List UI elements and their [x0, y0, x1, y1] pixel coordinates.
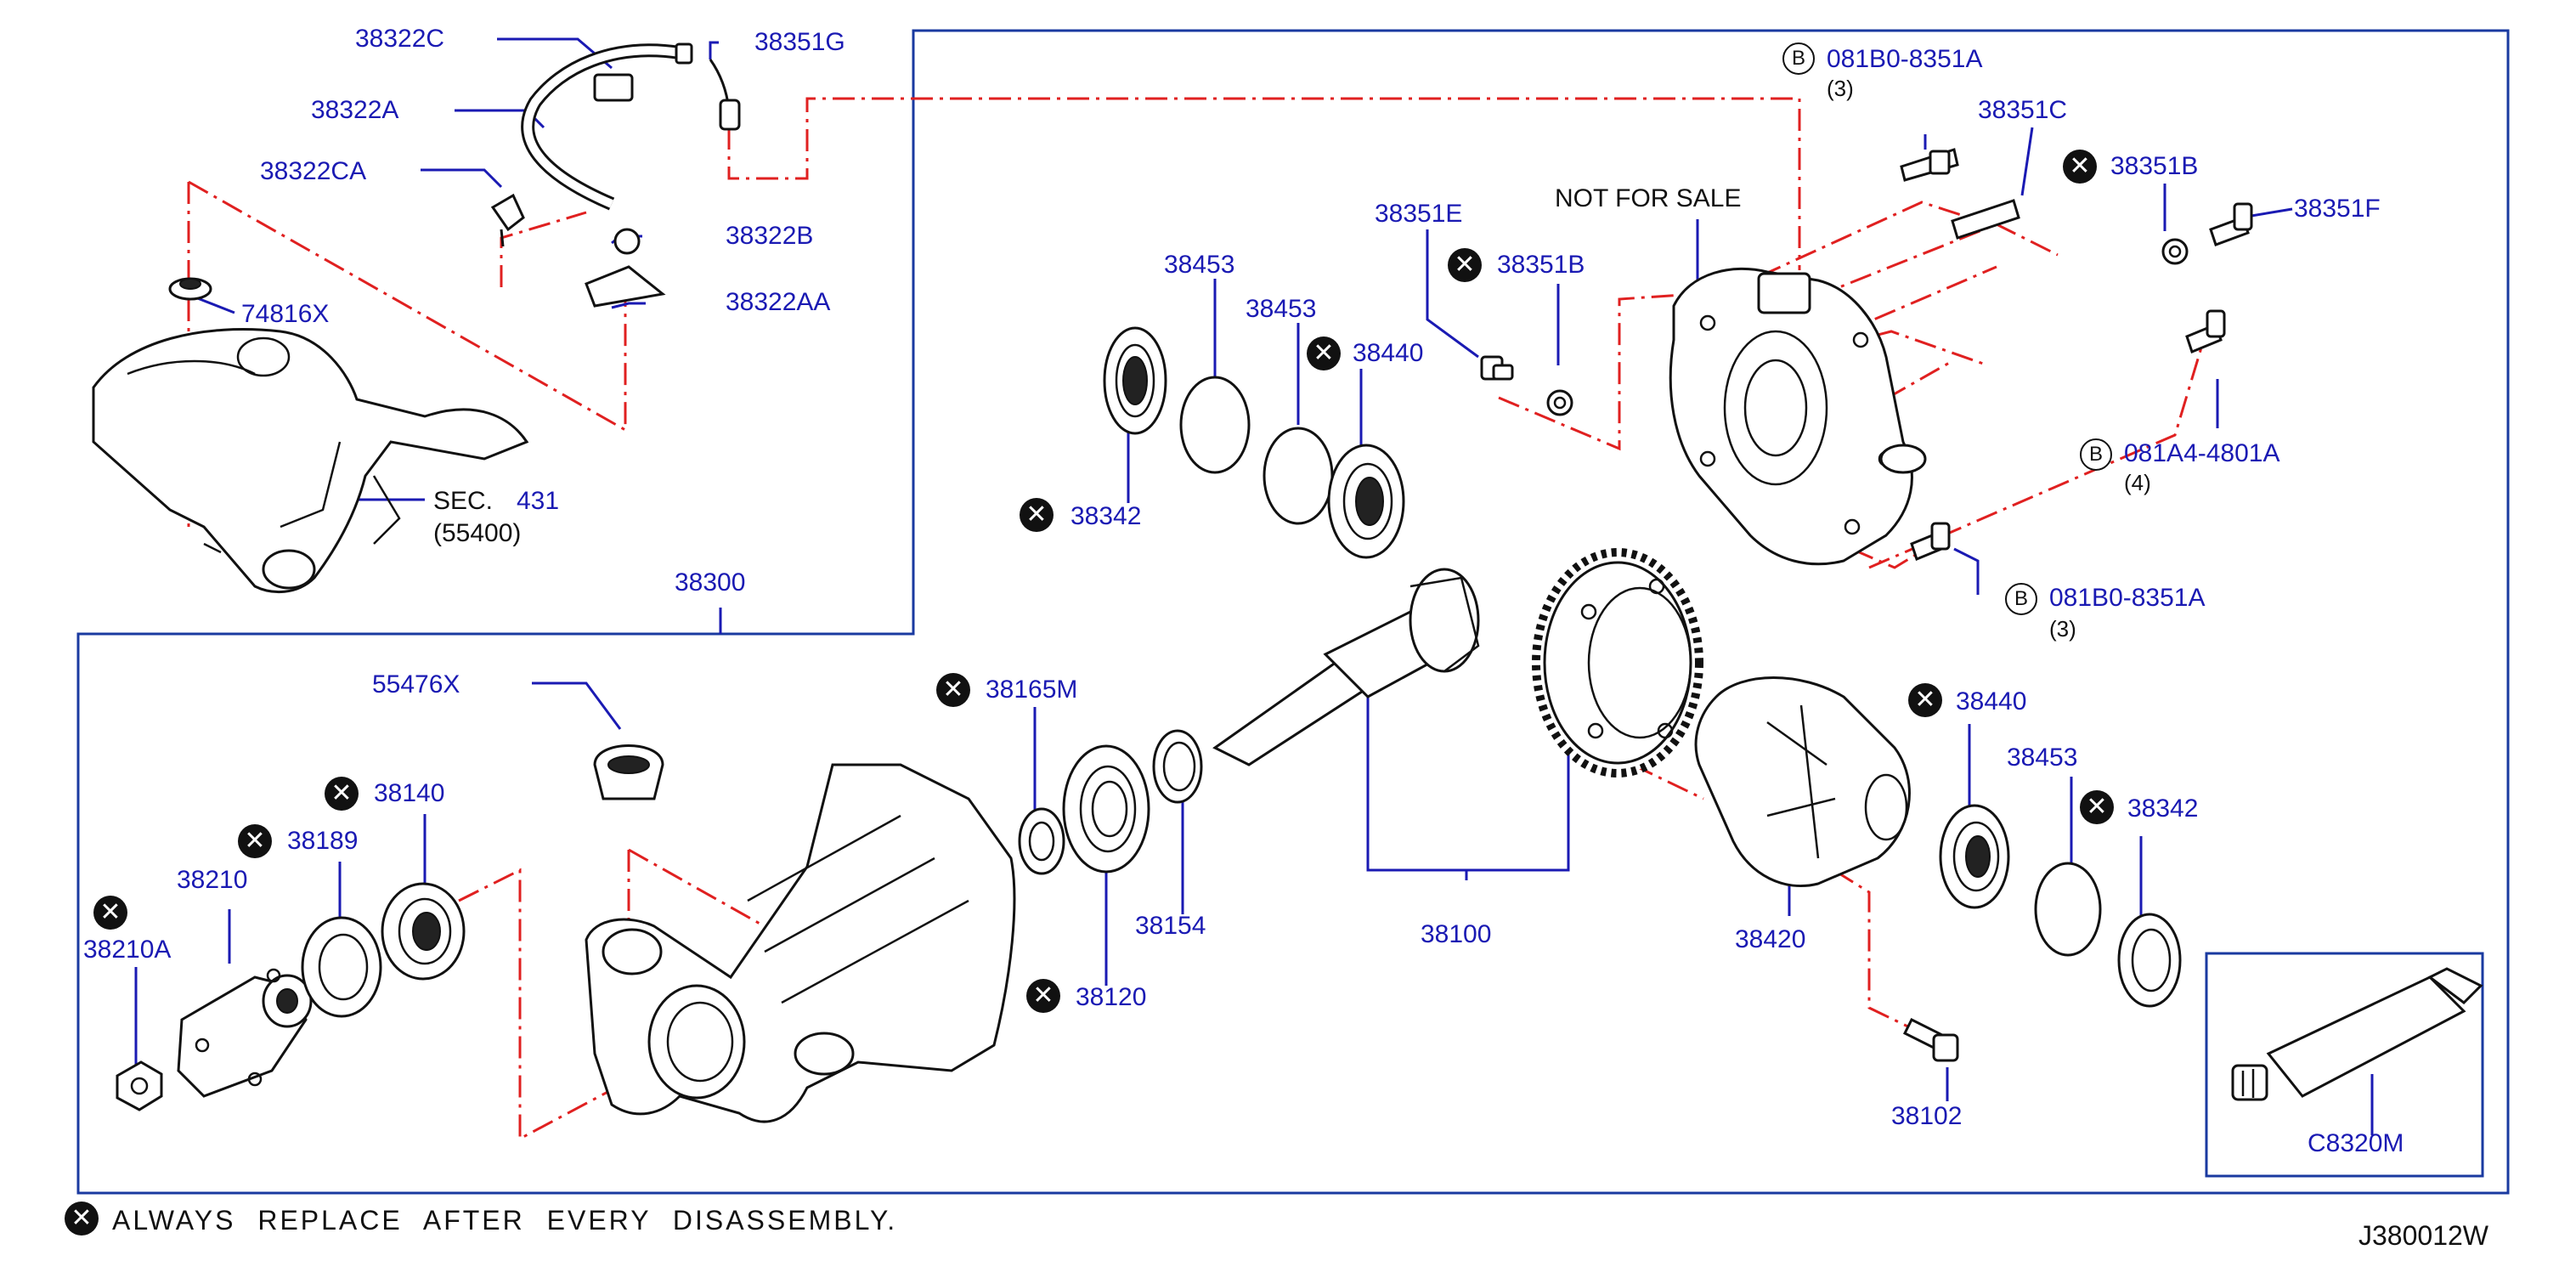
label-081B0-8351A-bottom: 081B0-8351A — [2049, 584, 2206, 612]
front-seal-and-bearing — [301, 882, 466, 1018]
label-38420: 38420 — [1735, 925, 1806, 953]
diagram-code: J380012W — [2359, 1220, 2488, 1251]
case-bolt — [1902, 1017, 1959, 1062]
label-38140: 38140 — [374, 779, 445, 807]
label-38440-upper: 38440 — [1353, 339, 1424, 367]
label-74816X: 74816X — [241, 300, 330, 328]
grommet — [168, 277, 212, 301]
replace-icon-38440-lower: ✕ — [1908, 683, 1942, 717]
label-qty-mid: (4) — [2124, 470, 2151, 495]
replace-icon-38440-upper: ✕ — [1307, 336, 1341, 370]
cover-bolts — [1900, 148, 2253, 561]
replace-note: ALWAYS REPLACE AFTER EVERY DISASSEMBLY. — [112, 1205, 898, 1236]
label-38351G: 38351G — [754, 28, 845, 56]
ring-gear — [1532, 548, 1703, 778]
label-38322CA: 38322CA — [260, 157, 367, 185]
label-sec-431: 431 — [517, 487, 560, 515]
shim-lower — [2034, 862, 2102, 957]
label-38120: 38120 — [1076, 983, 1147, 1011]
bolt-mark-top: B — [1782, 42, 1815, 75]
label-081B0-8351A-top: 081B0-8351A — [1827, 45, 1983, 73]
label-qty-top: (3) — [1827, 76, 1854, 101]
label-sec-prefix: SEC. — [433, 487, 494, 515]
label-38100: 38100 — [1421, 920, 1492, 948]
label-38351C: 38351C — [1978, 96, 2068, 124]
oil-seal-lower — [2117, 913, 2182, 1008]
not-for-sale-label: NOT FOR SALE — [1555, 184, 1742, 212]
label-38154: 38154 — [1135, 912, 1206, 940]
pinion-bearing-parts — [1018, 729, 1203, 875]
rear-subframe — [92, 328, 529, 594]
label-38351B-right: 38351B — [2110, 152, 2199, 180]
label-sec-55400: (55400) — [433, 519, 522, 547]
label-C8320M: C8320M — [2308, 1129, 2404, 1157]
differential-case — [1694, 676, 1911, 888]
shim-upper-a — [1179, 376, 1251, 474]
label-38322B: 38322B — [726, 222, 814, 250]
gear-carrier — [585, 763, 1016, 1123]
replace-icon-38189: ✕ — [238, 824, 272, 858]
oil-seal-upper — [1103, 326, 1167, 435]
bolt-mark-bottom: B — [2005, 583, 2037, 615]
rear-cover — [1669, 267, 1927, 566]
label-38453-b: 38453 — [1246, 295, 1317, 323]
bolt-mark-mid: B — [2080, 438, 2112, 471]
label-38440-lower: 38440 — [1956, 687, 2027, 715]
companion-flange — [177, 968, 313, 1098]
sealant-frame — [2205, 952, 2484, 1178]
shim-upper-b — [1263, 427, 1334, 525]
label-38322A: 38322A — [311, 96, 399, 124]
side-bearing-upper — [1327, 444, 1405, 559]
replace-icon-38120: ✕ — [1026, 979, 1060, 1013]
label-38351F: 38351F — [2294, 195, 2381, 223]
label-38102: 38102 — [1891, 1102, 1963, 1130]
label-38189: 38189 — [287, 827, 359, 855]
drive-pinion — [1212, 568, 1480, 766]
replace-icon-38165M: ✕ — [936, 673, 970, 707]
label-38322C: 38322C — [355, 25, 445, 53]
replace-icon-38140: ✕ — [325, 777, 359, 811]
replace-icon-38351B-right: ✕ — [2063, 150, 2097, 184]
label-38342-lower: 38342 — [2127, 794, 2199, 823]
replace-icon-38342-upper: ✕ — [1020, 498, 1054, 532]
leader-lines — [134, 37, 2374, 1135]
label-38351B-left: 38351B — [1497, 251, 1585, 279]
label-38322AA: 38322AA — [726, 288, 831, 316]
sealant-tube — [2231, 967, 2483, 1101]
mount-insulator — [593, 744, 664, 800]
label-38453-a: 38453 — [1164, 251, 1235, 279]
hose-clips — [490, 193, 666, 308]
label-38210: 38210 — [177, 866, 248, 894]
label-38351E: 38351E — [1375, 200, 1463, 228]
replace-icon-38210A: ✕ — [93, 896, 127, 930]
breather-hose — [521, 42, 741, 211]
label-qty-bottom: (3) — [2049, 616, 2076, 642]
label-38453-lower: 38453 — [2007, 744, 2078, 772]
replace-icon-legend: ✕ — [65, 1202, 99, 1236]
label-55476X: 55476X — [372, 670, 460, 698]
drain-plug — [1480, 355, 1573, 416]
replace-icon-38342-lower: ✕ — [2080, 790, 2114, 824]
label-38342-upper: 38342 — [1071, 502, 1142, 530]
label-38165M: 38165M — [986, 676, 1078, 704]
label-38210A: 38210A — [83, 936, 172, 964]
side-bearing-lower — [1939, 804, 2010, 909]
replace-icon-38351B-left: ✕ — [1448, 248, 1482, 282]
assembly-frame — [76, 29, 2510, 1195]
label-081A4-4801A: 081A4-4801A — [2124, 439, 2280, 467]
label-38300: 38300 — [675, 568, 746, 597]
flange-nut — [116, 1060, 163, 1111]
